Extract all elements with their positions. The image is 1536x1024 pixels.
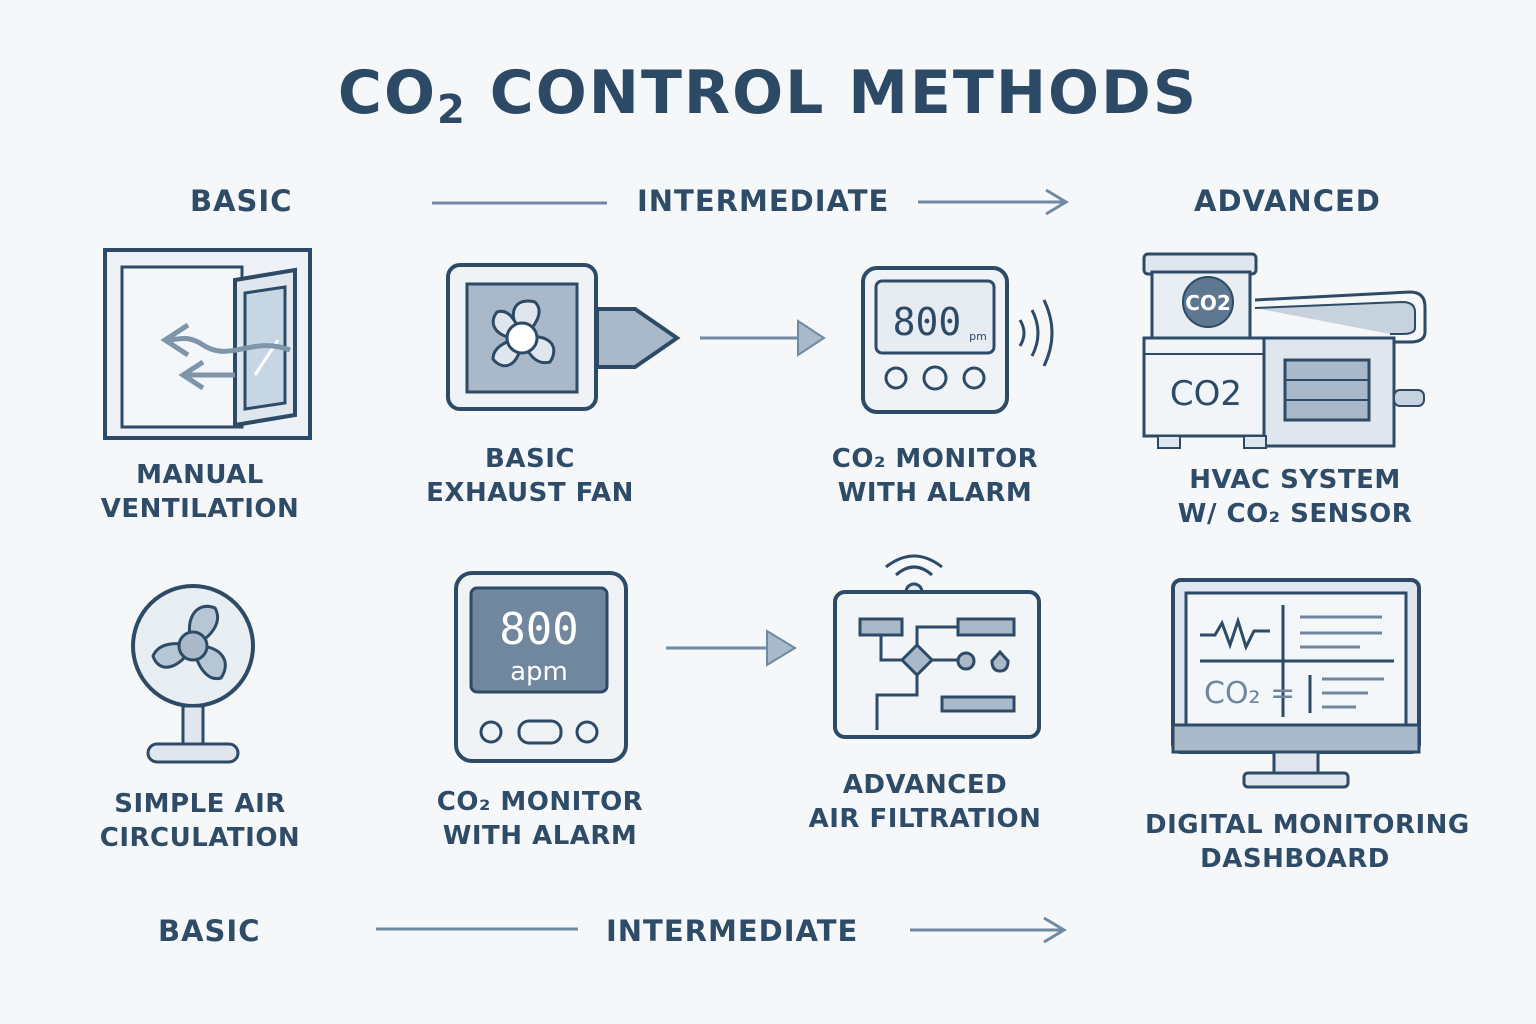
circuit-board-icon <box>833 554 1041 739</box>
scale-label-basic-top: BASIC <box>190 184 293 218</box>
exhaust-fan-icon <box>446 263 681 411</box>
hvac-unit-icon: CO2 CO2 <box>1142 252 1427 449</box>
svg-text:apm: apm <box>510 657 568 687</box>
scale-label-basic-bottom: BASIC <box>158 914 261 948</box>
scale-label-intermediate-bottom: INTERMEDIATE <box>606 914 859 948</box>
scale-arrow-top <box>918 188 1069 216</box>
window-icon <box>103 248 312 440</box>
scale-label-intermediate-top: INTERMEDIATE <box>637 184 890 218</box>
scale-line-1-bottom <box>376 927 578 931</box>
page-title: CO2 CONTROL METHODS <box>337 58 1199 133</box>
flow-arrow-row1 <box>700 319 826 357</box>
svg-text:CO2: CO2 <box>1185 291 1231 315</box>
svg-text:800: 800 <box>893 300 962 344</box>
svg-text:CO₂ =: CO₂ = <box>1204 676 1295 711</box>
scale-line-1-top <box>432 201 607 205</box>
co2-monitor-icon: 800 apm <box>454 571 628 763</box>
co2-monitor-alarm-icon: 800 pm <box>861 266 1054 414</box>
flow-arrow-row2 <box>666 629 797 667</box>
scale-arrow-bottom <box>910 916 1067 944</box>
desk-fan-icon <box>131 584 255 764</box>
scale-label-advanced-top: ADVANCED <box>1194 184 1381 218</box>
svg-text:pm: pm <box>969 330 987 343</box>
svg-text:800: 800 <box>499 604 578 655</box>
monitor-dashboard-icon: CO₂ = <box>1171 578 1421 789</box>
svg-text:CO2: CO2 <box>1170 374 1242 414</box>
